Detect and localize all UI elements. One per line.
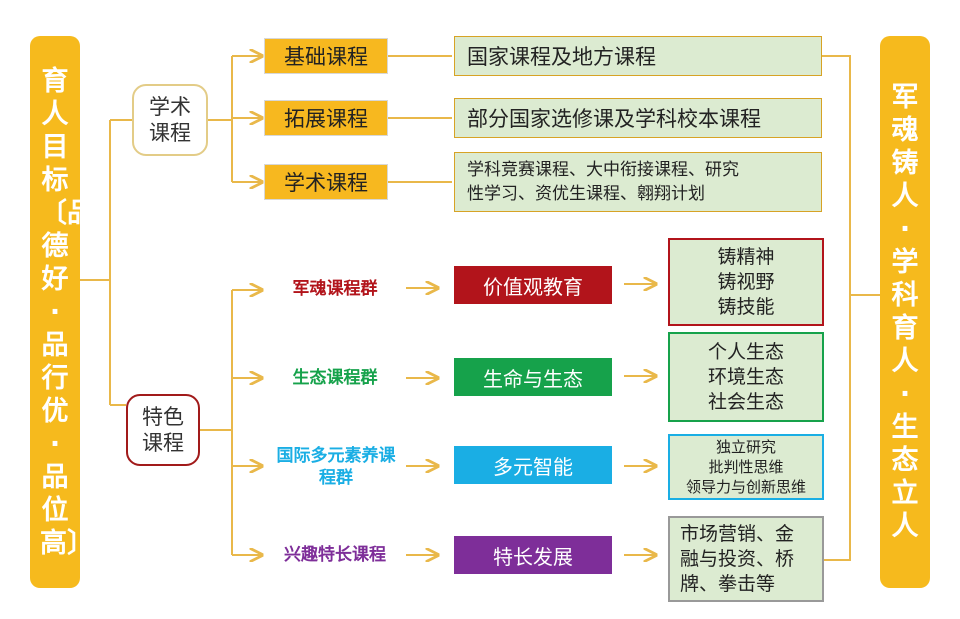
right-goal-text: 军魂铸人·学科育人·生态立人 (891, 82, 919, 542)
ecology-outcomes-box: 个人生态 环境生态 社会生态 (668, 332, 824, 422)
academic-course-desc: 学科竞赛课程、大中衔接课程、研究性学习、资优生课程、翱翔计划 (454, 152, 822, 212)
international-outcomes-box: 独立研究 批判性思维 领导力与创新思维 (668, 434, 824, 500)
talent-development-box: 特长发展 (454, 536, 612, 574)
outcome-item: 批判性思维 (708, 458, 784, 476)
right-goal-bar: 军魂铸人·学科育人·生态立人 (880, 36, 930, 588)
life-ecology-box: 生命与生态 (454, 358, 612, 396)
international-group-label: 国际多元素养课程群 (276, 446, 396, 488)
outcome-item: 社会生态 (707, 390, 784, 413)
multiple-intelligences-box: 多元智能 (454, 446, 612, 484)
extended-course-desc: 部分国家选修课及学科校本课程 (454, 98, 822, 138)
outcome-item: 环境生态 (707, 365, 784, 388)
military-group-label: 军魂课程群 (292, 279, 378, 299)
interest-group-label: 兴趣特长课程 (284, 545, 386, 565)
military-outcomes-box: 铸精神 铸视野 铸技能 (668, 238, 824, 326)
outcome-item: 牌、拳击等 (680, 572, 776, 595)
left-goal-text: 育人目标〔品德好·品行优·品位高〕 (40, 65, 94, 559)
outcome-item: 领导力与创新思维 (685, 478, 806, 496)
academic-courses-node: 学术课程 (132, 84, 208, 156)
outcome-item: 铸视野 (717, 270, 775, 293)
interest-outcomes-box: 市场营销、金 融与投资、桥 牌、拳击等 (668, 516, 824, 602)
special-courses-label: 特色课程 (142, 405, 184, 455)
special-courses-node: 特色课程 (126, 394, 200, 466)
ecology-group-label: 生态课程群 (292, 368, 378, 388)
values-education-box: 价值观教育 (454, 266, 612, 304)
academic-course-box: 学术课程 (264, 164, 388, 200)
left-goal-bar: 育人目标〔品德好·品行优·品位高〕 (30, 36, 94, 588)
outcome-item: 市场营销、金 (680, 522, 795, 545)
outcome-item: 铸精神 (717, 245, 775, 268)
academic-courses-label: 学术课程 (149, 95, 191, 145)
outcome-item: 铸技能 (717, 295, 775, 318)
outcome-item: 融与投资、桥 (680, 547, 795, 570)
outcome-item: 个人生态 (707, 340, 784, 363)
outcome-item: 独立研究 (715, 438, 776, 456)
basic-course-box: 基础课程 (264, 38, 388, 74)
basic-course-desc: 国家课程及地方课程 (454, 36, 822, 76)
extended-course-box: 拓展课程 (264, 100, 388, 136)
